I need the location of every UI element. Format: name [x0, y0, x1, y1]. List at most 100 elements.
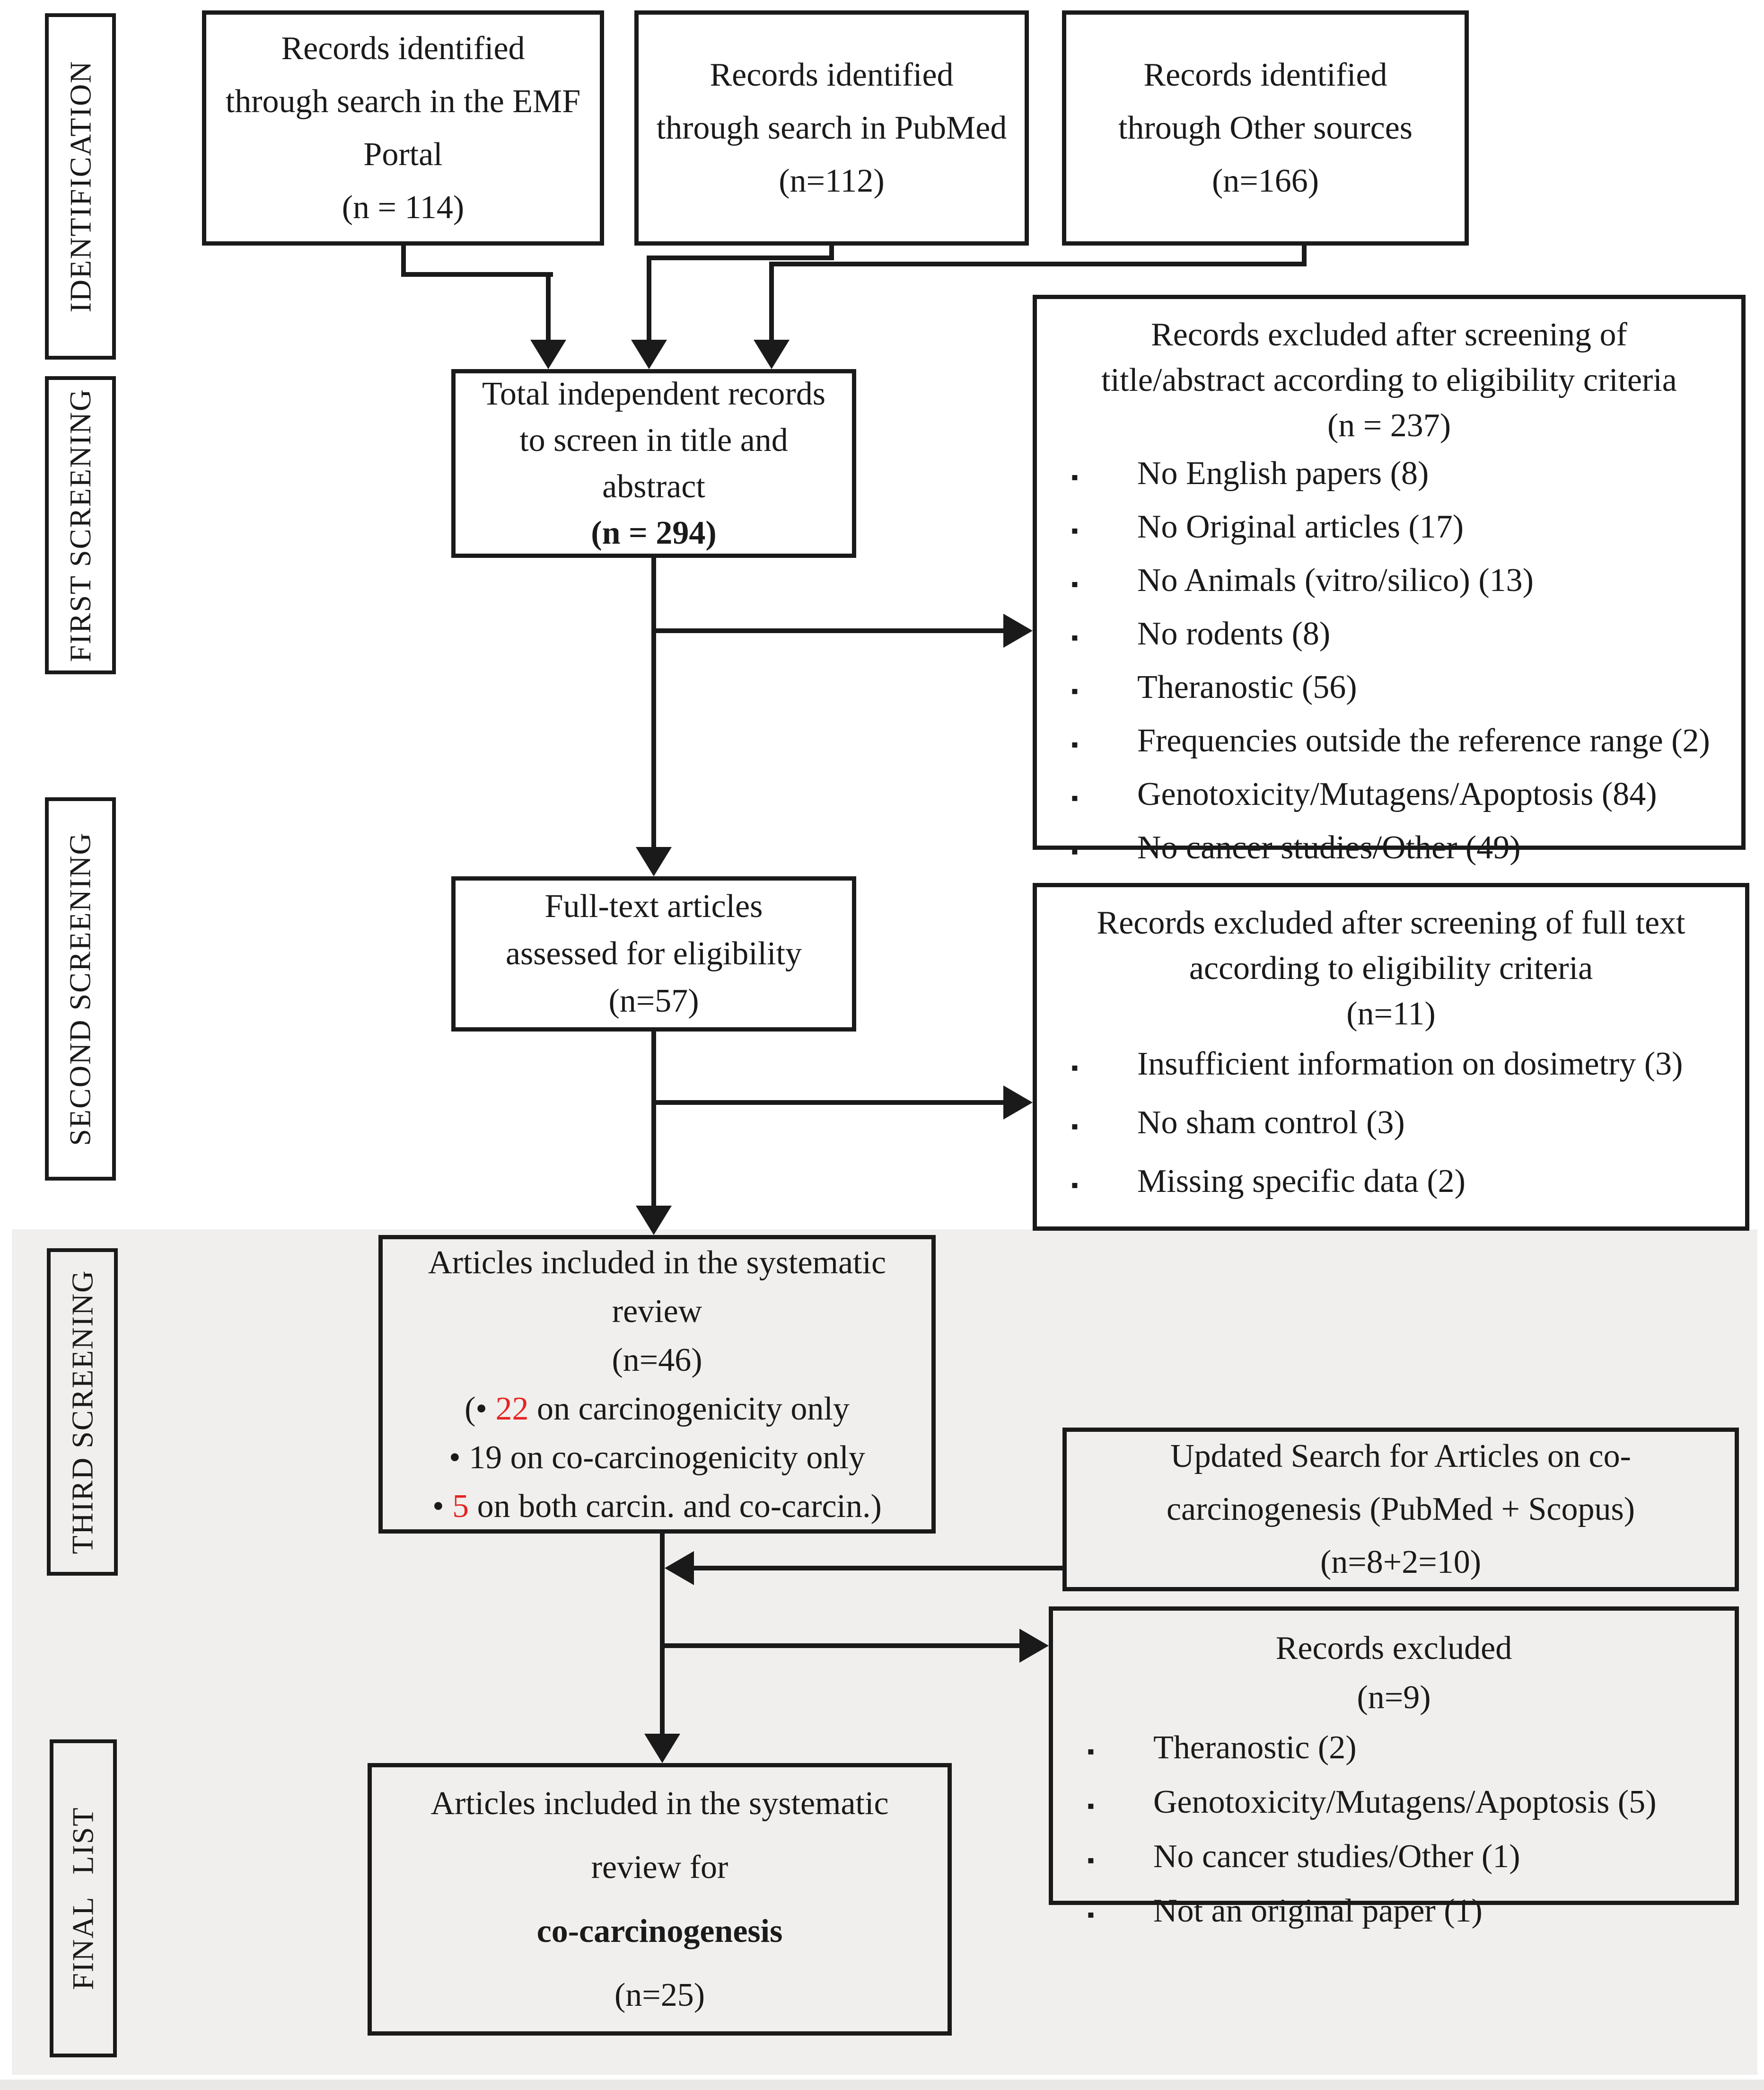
box-line: abstract [602, 468, 705, 505]
square-bullet-icon: ▪ [1071, 573, 1079, 596]
box-header: title/abstract according to eligibility … [1101, 362, 1677, 398]
square-bullet-icon: ▪ [1071, 1115, 1079, 1138]
box-count: (n=9) [1357, 1679, 1431, 1716]
arrow-left-icon [665, 1551, 694, 1585]
exclusion-item-label: No rodents (8) [1137, 616, 1331, 652]
exclusion-item: ▪Missing specific data (2) [1037, 1154, 1745, 1213]
exclusion-item: ▪ No cancer studies/Other (49) [1037, 823, 1741, 876]
box-line: review [612, 1293, 702, 1330]
exclusion-item: ▪Not an original paper (1) [1053, 1886, 1735, 1940]
box-count: (n=166) [1211, 162, 1319, 199]
arrow-right-icon [1003, 614, 1033, 648]
box-line: Updated Search for Articles on co- [1170, 1438, 1631, 1474]
connector-line [660, 1532, 665, 1736]
square-bullet-icon: ▪ [1071, 679, 1079, 703]
box-count: (n=25) [614, 1977, 705, 2013]
arrow-down-icon [636, 1206, 672, 1235]
box-updated-search: Updated Search for Articles on co- carci… [1062, 1428, 1739, 1591]
included-breakdown-cocarcinogenicity: • 19 on co-carcinogenicity only [449, 1439, 865, 1476]
connector-line [651, 556, 656, 849]
exclusion-item-label: Theranostic (56) [1137, 669, 1357, 705]
box-line: Articles included in the systematic [428, 1244, 886, 1281]
exclusion-item: ▪ No English papers (8) [1037, 449, 1741, 502]
connector-line [654, 628, 1006, 633]
box-line: Records identified [1143, 56, 1387, 93]
box-count: (n=8+2=10) [1320, 1544, 1482, 1580]
box-included-systematic-review: Articles included in the systematic revi… [378, 1235, 936, 1534]
arrow-down-icon [636, 847, 672, 876]
box-count: (n = 114) [342, 189, 465, 226]
connector-line [401, 244, 406, 277]
square-bullet-icon: ▪ [1071, 626, 1079, 649]
connector-line [769, 262, 1307, 266]
exclusion-item-label: No English papers (8) [1137, 455, 1429, 492]
square-bullet-icon: ▪ [1071, 1056, 1079, 1079]
exclusion-item: ▪Implanted tumors study design (3) [1037, 1213, 1745, 1226]
exclusion-item-label: No sham control (3) [1137, 1104, 1405, 1141]
connector-line [651, 1030, 656, 1208]
exclusion-item: ▪No cancer studies/Other (1) [1053, 1831, 1735, 1886]
exclusion-item-label: Theranostic (2) [1153, 1729, 1357, 1766]
box-line: Articles included in the systematic [430, 1785, 889, 1822]
box-line-bold: co-carcinogenesis [536, 1913, 783, 1949]
exclusion-item-label: Frequencies outside the reference range … [1137, 723, 1710, 759]
exclusion-item: ▪ No sham control (3) [1037, 1095, 1745, 1154]
box-line: through Other sources [1118, 109, 1413, 146]
phase-label: IDENTIFICATION [63, 60, 97, 313]
exclusion-item-label: Insufficient information on dosimetry (3… [1137, 1046, 1683, 1082]
exclusion-item: ▪ No rodents (8) [1037, 609, 1741, 662]
exclusion-item: ▪ Theranostic (2) [1053, 1722, 1735, 1777]
box-line: through search in PubMed [656, 109, 1007, 146]
arrow-down-icon [631, 340, 667, 369]
box-line: to screen in title and [519, 422, 788, 459]
box-total-records: Total independent records to screen in t… [451, 369, 856, 558]
connector-line [401, 272, 553, 277]
box-count: (n=11) [1346, 996, 1436, 1032]
exclusion-item: ▪No Original articles (17) [1037, 502, 1741, 556]
phase-label: FIRST SCREENING [63, 388, 97, 662]
included-breakdown-carcinogenicity: (• 22 on carcinogenicity only [465, 1385, 850, 1433]
square-bullet-icon: ▪ [1087, 1849, 1095, 1872]
arrow-down-icon [530, 340, 566, 369]
box-line: carcinogenesis (PubMed + Scopus) [1166, 1491, 1635, 1527]
phase-second-screening: SECOND SCREENING [45, 797, 116, 1181]
square-bullet-icon: ▪ [1071, 466, 1079, 489]
connector-line [769, 262, 774, 343]
box-fulltext-assessed: Full-text articles assessed for eligibil… [451, 876, 856, 1032]
exclusion-item: ▪ Theranostic (56) [1037, 662, 1741, 716]
bottom-edge-strip [0, 2080, 1764, 2090]
box-header: Records excluded [1275, 1630, 1512, 1667]
exclusion-item-label: No cancer studies/Other (49) [1137, 829, 1521, 866]
exclusion-item-label: No Animals (vitro/silico) (13) [1137, 562, 1534, 599]
box-excluded-title-abstract: Records excluded after screening of titl… [1033, 295, 1746, 866]
square-bullet-icon: ▪ [1087, 1794, 1095, 1817]
box-line: through search in the EMF [225, 83, 581, 120]
phase-label: FINAL LIST [66, 1807, 100, 1990]
arrow-right-icon [1003, 1085, 1033, 1120]
exclusion-item-label: Implanted tumors study design (3) [1137, 1213, 1593, 1226]
box-count: (n = 294) [591, 514, 717, 551]
box-line: Portal [363, 136, 443, 173]
box-final-cocarcinogenesis: Articles included in the systematic revi… [368, 1763, 952, 2036]
bullet-prefix: • [432, 1488, 453, 1525]
exclusion-item: ▪ No Animals (vitro/silico) (13) [1037, 556, 1741, 609]
square-bullet-icon: ▪ [1071, 786, 1079, 810]
box-line: review for [591, 1849, 728, 1886]
box-line: Full-text articles [544, 888, 763, 925]
box-line: Records identified [710, 56, 954, 93]
box-excluded-updated-search: Records excluded (n=9) ▪Theranostic (2) … [1049, 1606, 1739, 1929]
box-count: (n=46) [612, 1341, 702, 1378]
square-bullet-icon: ▪ [1087, 1740, 1095, 1763]
count-red: 5 [452, 1488, 469, 1525]
box-excluded-fulltext: Records excluded after screening of full… [1033, 883, 1749, 1231]
square-bullet-icon: ▪ [1071, 840, 1079, 863]
count-red: 22 [495, 1390, 529, 1427]
arrow-right-icon [1019, 1629, 1049, 1663]
connector-line [647, 256, 651, 343]
exclusion-item-label: Missing specific data (2) [1137, 1163, 1466, 1199]
box-records-other-sources: Records identified through Other sources… [1062, 10, 1469, 246]
exclusion-item-label: No Original articles (17) [1137, 509, 1464, 545]
arrow-down-icon [644, 1734, 680, 1763]
exclusion-item-label: Genotoxicity/Mutagens/Apoptosis (84) [1137, 776, 1657, 812]
